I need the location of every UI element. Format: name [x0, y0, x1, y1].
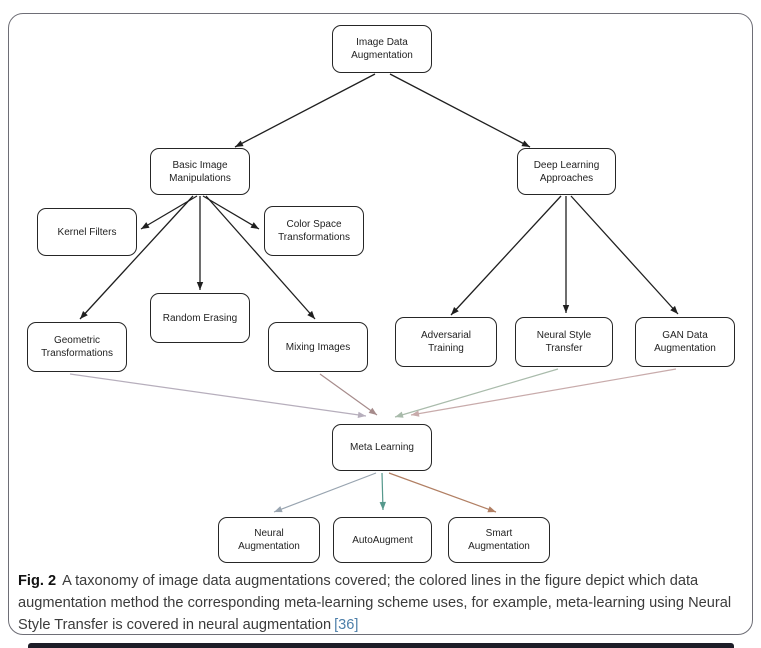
node-geometric-transformations: Geometric Transformations — [27, 322, 127, 372]
edge-style-transfer-to-meta — [394, 368, 559, 418]
figure-panel — [8, 13, 753, 635]
edge-root-to-deep-arrowhead — [521, 140, 530, 147]
edge-mixing-to-meta-arrowhead — [368, 407, 377, 415]
node-adversarial-training: Adversarial Training — [395, 317, 497, 367]
node-label: GAN Data Augmentation — [654, 330, 716, 354]
node-color-space-transformations: Color Space Transformations — [264, 206, 364, 256]
edge-basic-to-kernel-filters-arrowhead — [141, 222, 150, 229]
node-gan-data-augmentation: GAN Data Augmentation — [635, 317, 735, 367]
node-label: Kernel Filters — [57, 226, 117, 238]
node-label: Neural Augmentation — [238, 528, 300, 552]
edge-deep-to-gan-arrowhead — [670, 305, 678, 314]
node-label: Basic Image Manipulations — [169, 159, 231, 184]
node-basic-image-manipulations: Basic Image Manipulations — [150, 148, 250, 195]
caption-text: A taxonomy of image data augmentations c… — [18, 573, 732, 633]
node-label: Geometric Transformations — [41, 335, 113, 359]
node-autoaugment: AutoAugment — [333, 517, 432, 563]
edge-gan-to-meta — [410, 368, 677, 416]
node-label: Meta Learning — [350, 442, 414, 453]
node-random-erasing: Random Erasing — [150, 293, 250, 343]
edge-meta-to-neural-augmentation — [273, 472, 377, 513]
node-meta-learning: Meta Learning — [332, 424, 432, 471]
node-label: Adversarial Training — [420, 330, 472, 354]
node-neural-style-transfer: Neural Style Transfer — [515, 317, 613, 367]
edge-style-transfer-to-meta-arrowhead — [395, 411, 404, 418]
edge-meta-to-autoaugment-arrowhead — [379, 501, 386, 510]
edge-basic-to-geometric-arrowhead — [80, 310, 88, 319]
node-label: Deep Learning Approaches — [533, 159, 600, 184]
edge-meta-to-neural-augmentation-arrowhead — [274, 506, 283, 513]
node-label: Mixing Images — [285, 341, 351, 353]
node-label: Image Data Augmentation — [351, 37, 413, 61]
edge-basic-to-mixing-images — [205, 195, 316, 320]
node-image-data-augmentation: Image Data Augmentation — [332, 25, 432, 73]
edge-gan-to-meta-arrowhead — [411, 410, 420, 417]
edge-meta-to-smart-augmentation — [388, 472, 497, 513]
node-kernel-filters: Kernel Filters — [37, 208, 137, 256]
node-label: Smart Augmentation — [468, 528, 530, 552]
edge-deep-to-style-transfer-arrowhead — [562, 305, 570, 313]
node-deep-learning-approaches: Deep Learning Approaches — [517, 148, 616, 195]
node-label: Random Erasing — [162, 312, 238, 324]
caption-label: Fig. 2 — [18, 573, 57, 589]
edge-root-to-basic — [234, 73, 376, 148]
node-label: Neural Style Transfer — [536, 330, 592, 354]
edge-deep-to-adversarial-arrowhead — [451, 306, 459, 315]
edge-basic-to-geometric — [79, 195, 194, 320]
citation-link[interactable]: [36] — [334, 616, 359, 633]
edge-root-to-deep — [389, 73, 531, 148]
edge-deep-to-adversarial — [450, 195, 562, 316]
node-label: Color Space Transformations — [278, 219, 350, 243]
edge-root-to-basic-arrowhead — [235, 140, 244, 147]
node-mixing-images: Mixing Images — [268, 322, 368, 372]
edge-meta-to-smart-augmentation-arrowhead — [487, 506, 496, 513]
edge-mixing-to-meta — [319, 373, 378, 416]
edge-basic-to-color-space-arrowhead — [250, 222, 259, 229]
edge-geometric-to-meta-arrowhead — [357, 411, 366, 419]
edge-deep-to-gan — [570, 195, 679, 315]
edge-basic-to-mixing-images-arrowhead — [307, 310, 315, 319]
edge-geometric-to-meta — [69, 373, 367, 417]
edge-basic-to-random-erasing-arrowhead — [196, 282, 204, 290]
node-neural-augmentation: Neural Augmentation — [218, 517, 320, 563]
node-smart-augmentation: Smart Augmentation — [448, 517, 550, 563]
bottom-divider-bar — [28, 643, 734, 648]
node-label: AutoAugment — [352, 534, 413, 546]
edge-basic-to-color-space — [202, 195, 260, 230]
